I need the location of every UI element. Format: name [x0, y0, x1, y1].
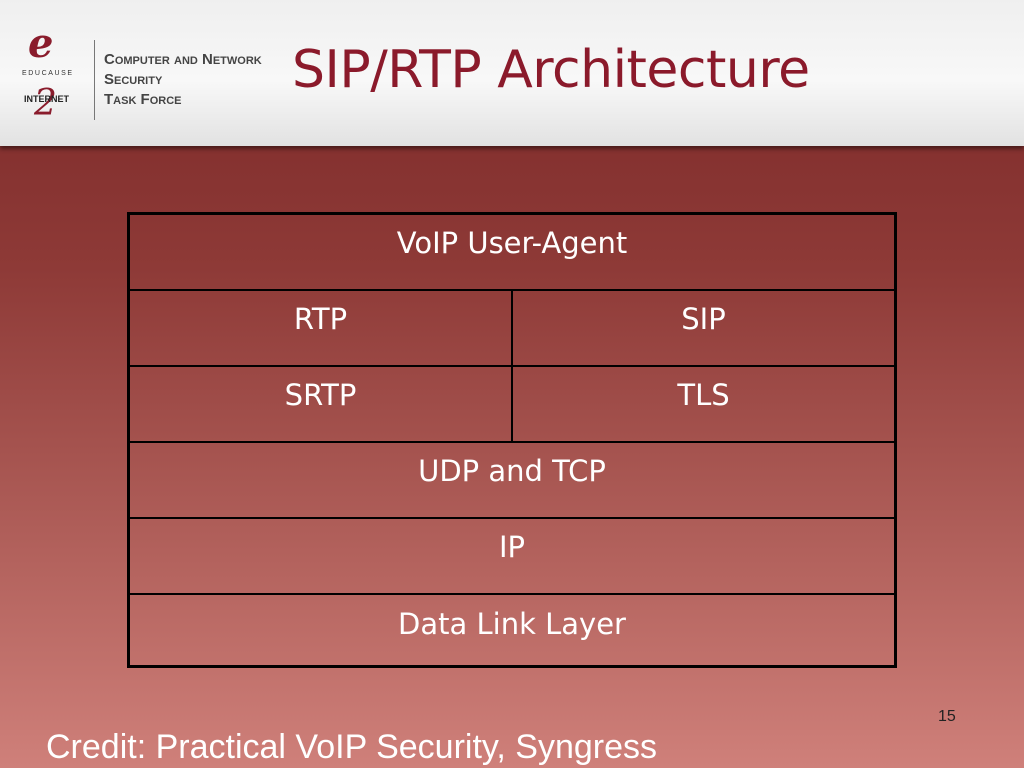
slide-page-number: 15 — [938, 708, 956, 725]
stack-cell-voip-user-agent: VoIP User-Agent — [396, 226, 628, 260]
task-force-logo: e EDUCAUSE 2 INTERNET Computer and Netwo… — [22, 24, 272, 124]
logo-line-1: Computer and Network — [104, 51, 262, 68]
stack-cell-udp-tcp: UDP and TCP — [418, 454, 606, 488]
stack-cell-sip: SIP — [681, 302, 726, 336]
internet2-logo-mark: 2 — [34, 83, 57, 124]
educause-wordmark: EDUCAUSE — [22, 70, 74, 77]
slide-title: SIP/RTP Architecture — [292, 40, 810, 100]
protocol-stack-diagram: VoIP User-Agent RTP SIP SRTP TLS UDP and… — [127, 212, 897, 668]
stack-cell-srtp: SRTP — [130, 367, 513, 441]
task-force-name: Computer and Network Security Task Force — [104, 50, 262, 110]
stack-cell-data-link-layer: Data Link Layer — [398, 607, 626, 641]
stack-cell-rtp: RTP — [130, 291, 513, 365]
stack-row-security: SRTP TLS — [130, 367, 894, 443]
slide-credit: Credit: Practical VoIP Security, Syngres… — [46, 728, 657, 766]
stack-row-transport: UDP and TCP — [130, 443, 894, 519]
stack-row-data-link: Data Link Layer — [130, 595, 894, 671]
logo-divider — [94, 40, 95, 120]
internet2-wordmark: INTERNET — [24, 94, 69, 104]
stack-row-media-signaling: RTP SIP — [130, 291, 894, 367]
stack-row-user-agent: VoIP User-Agent — [130, 215, 894, 291]
stack-cell-tls: TLS — [677, 378, 730, 412]
stack-cell-ip: IP — [498, 530, 526, 564]
educause-e-logo-mark: e — [28, 20, 54, 67]
slide-header: e EDUCAUSE 2 INTERNET Computer and Netwo… — [0, 0, 1024, 146]
stack-row-network: IP — [130, 519, 894, 595]
logo-line-2: Security — [104, 71, 163, 88]
logo-line-3: Task Force — [104, 91, 182, 108]
